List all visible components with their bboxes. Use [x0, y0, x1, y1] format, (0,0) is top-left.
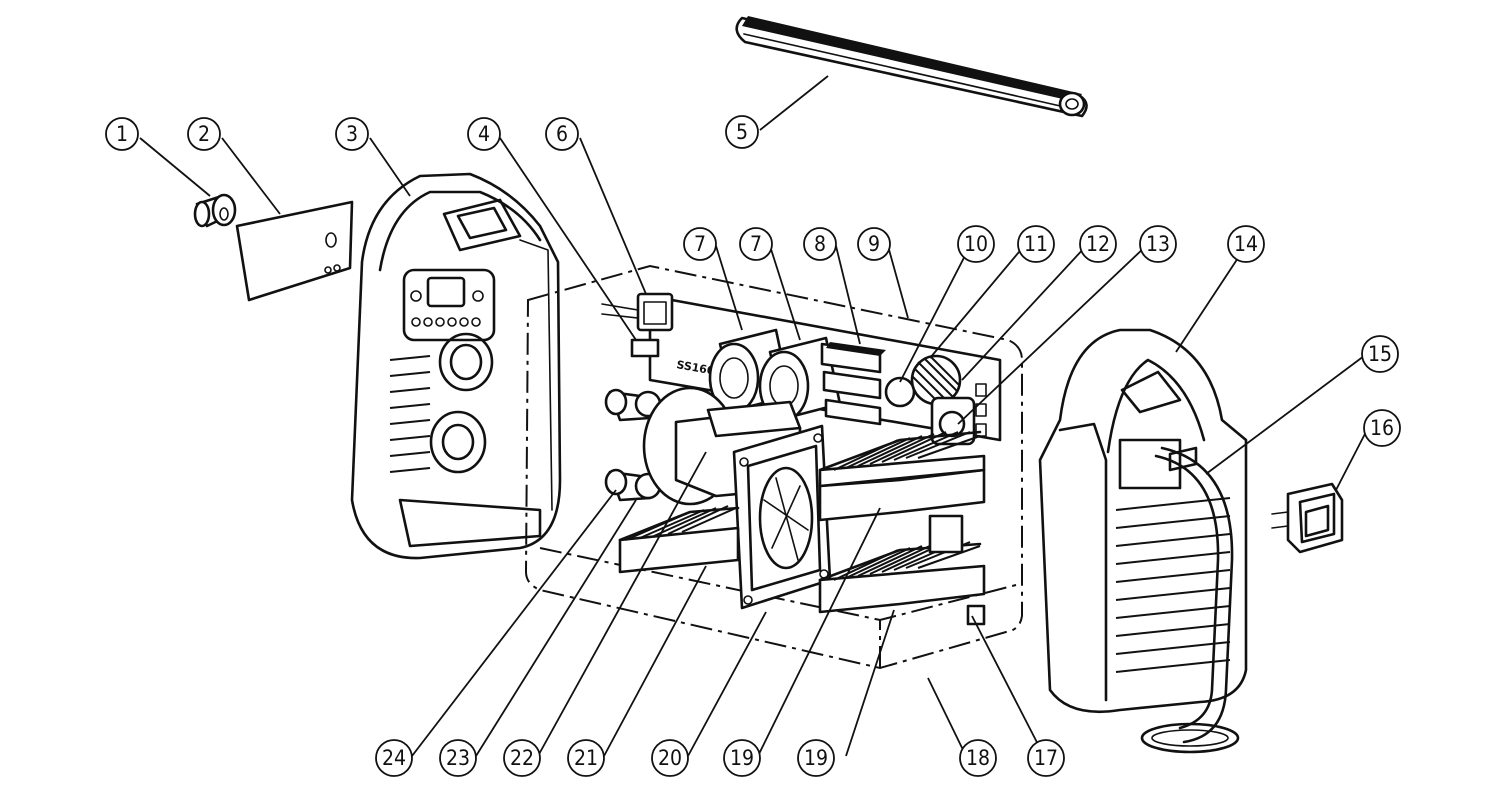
callout-3: 3: [335, 117, 369, 151]
knob-part: [193, 193, 237, 228]
small-component-4: [630, 338, 660, 358]
callout-7a: 7: [683, 227, 717, 261]
callout-label: 7: [750, 232, 762, 256]
callout-label: 18: [966, 746, 990, 770]
leader-lines: [139, 75, 1369, 757]
callout-label: 19: [730, 746, 754, 770]
callout-label: 4: [478, 122, 490, 146]
callout-label: 24: [382, 746, 406, 770]
callout-12: 12: [1079, 225, 1117, 263]
rocker-switch: [1271, 482, 1344, 554]
callout-label: 15: [1368, 342, 1392, 366]
callout-label: 19: [804, 746, 828, 770]
callout-label: 21: [574, 746, 598, 770]
callout-label: 7: [694, 232, 706, 256]
internal-frame: [524, 264, 1023, 670]
pcb-connector-part: [601, 292, 674, 332]
callout-label: 12: [1086, 232, 1110, 256]
callout-2: 2: [187, 117, 221, 151]
callout-23: 23: [439, 739, 477, 777]
rear-housing: [1038, 328, 1248, 714]
front-housing: [350, 172, 562, 560]
callout-label: 3: [346, 122, 358, 146]
callout-label: 17: [1034, 746, 1058, 770]
callout-15: 15: [1361, 335, 1399, 373]
callout-13: 13: [1139, 225, 1177, 263]
callout-8: 8: [803, 227, 837, 261]
callout-4: 4: [467, 117, 501, 151]
small-component-17: [966, 604, 986, 626]
callout-10: 10: [957, 225, 995, 263]
callout-label: 1: [116, 122, 128, 146]
callout-18: 18: [959, 739, 997, 777]
callout-label: 6: [556, 122, 568, 146]
callout-label: 23: [446, 746, 470, 770]
callout-7b: 7: [739, 227, 773, 261]
callout-label: 13: [1146, 232, 1170, 256]
callout-label: 2: [198, 122, 210, 146]
callout-label: 8: [814, 232, 826, 256]
callout-16: 16: [1363, 409, 1401, 447]
callout-label: 10: [964, 232, 988, 256]
callout-label: 20: [658, 746, 682, 770]
callout-6: 6: [545, 117, 579, 151]
callout-21: 21: [567, 739, 605, 777]
callout-11: 11: [1017, 225, 1055, 263]
callout-label: 22: [510, 746, 534, 770]
power-cable: [1140, 446, 1240, 754]
stacked-components-8: [820, 342, 886, 426]
heatsink-upper: [818, 430, 986, 522]
callout-22: 22: [503, 739, 541, 777]
handle-part: [735, 16, 1088, 118]
callout-17: 17: [1027, 739, 1065, 777]
callout-19b: 19: [723, 739, 761, 777]
front-panel-label: [235, 200, 354, 302]
callout-9: 9: [857, 227, 891, 261]
callout-1: 1: [105, 117, 139, 151]
callout-label: 16: [1370, 416, 1394, 440]
callout-label: 14: [1234, 232, 1258, 256]
callout-24: 24: [375, 739, 413, 777]
heatsink-lower: [818, 514, 986, 614]
callout-19a: 19: [797, 739, 835, 777]
callout-14: 14: [1227, 225, 1265, 263]
callout-label: 9: [868, 232, 880, 256]
callout-20: 20: [651, 739, 689, 777]
heatsink-left: [618, 505, 740, 574]
callout-label: 5: [736, 120, 748, 144]
callout-5: 5: [725, 115, 759, 149]
callout-label: 11: [1024, 232, 1048, 256]
cooling-fan: [732, 424, 832, 610]
